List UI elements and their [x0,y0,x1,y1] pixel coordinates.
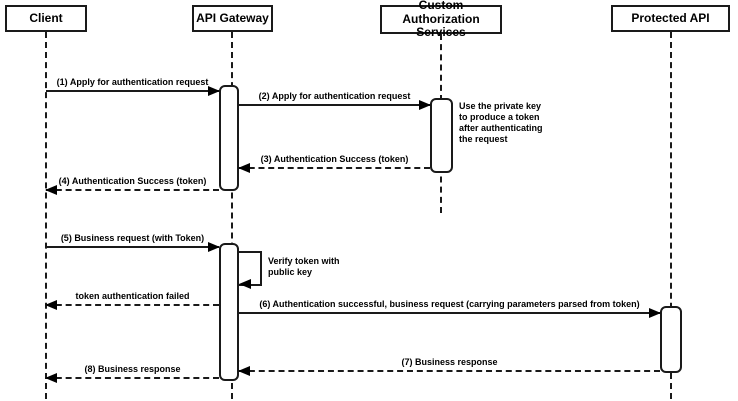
arrowhead-icon [649,308,661,318]
lifeline-client [45,32,47,399]
message-6-line [239,312,660,314]
activation-custom-authorization-services [430,98,453,173]
message-7-label: (7) Business response [401,357,498,367]
participant-label-api-gateway: API Gateway [196,10,269,25]
message-7-line [239,370,660,372]
arrowhead-icon [45,373,57,383]
arrowhead-icon [208,242,220,252]
arrowhead-icon [45,185,57,195]
message-8-line [46,377,219,379]
arrowhead-icon [45,300,57,310]
participant-label-client: Client [29,10,63,25]
message-5-line [46,246,219,248]
participant-box-client: Client [5,5,87,32]
arrowhead-icon [208,86,220,96]
message-5-label: (5) Business request (with Token) [60,233,205,243]
message-2-line [239,104,430,106]
arrowhead-icon [238,163,250,173]
self-message-label: Verify token with public key [268,256,340,277]
participant-box-custom-authorization-services: Custom Authorization Services [380,0,502,39]
message-4-label: (4) Authentication Success (token) [58,176,207,186]
participant-label-custom-authorization-services: Custom Authorization Services [402,0,480,40]
message-3-line [239,167,430,169]
participant-box-api-gateway: API Gateway [192,5,273,32]
message-3-label: (3) Authentication Success (token) [260,154,409,164]
activation-api-gateway-business [219,243,239,381]
message-1-label: (1) Apply for authentication request [56,77,209,87]
activation-api-gateway-auth [219,85,239,191]
message-2-label: (2) Apply for authentication request [258,91,411,101]
message-1-line [46,90,219,92]
lifeline-api-gateway [231,32,233,399]
participant-label-protected-api: Protected API [631,10,710,25]
arrowhead-icon [238,366,250,376]
participant-box-protected-api: Protected API [611,5,730,32]
arrowhead-icon [239,279,251,289]
message-token-auth-failed-line [46,304,219,306]
message-8-label: (8) Business response [84,364,181,374]
message-token-auth-failed-label: token authentication failed [75,291,190,301]
lifeline-protected-api [670,32,672,399]
message-4-line [46,189,219,191]
note-private-key: Use the private key to produce a token a… [459,101,543,144]
arrowhead-icon [419,100,431,110]
activation-protected-api [660,306,682,373]
message-6-label: (6) Authentication successful, business … [259,299,640,309]
